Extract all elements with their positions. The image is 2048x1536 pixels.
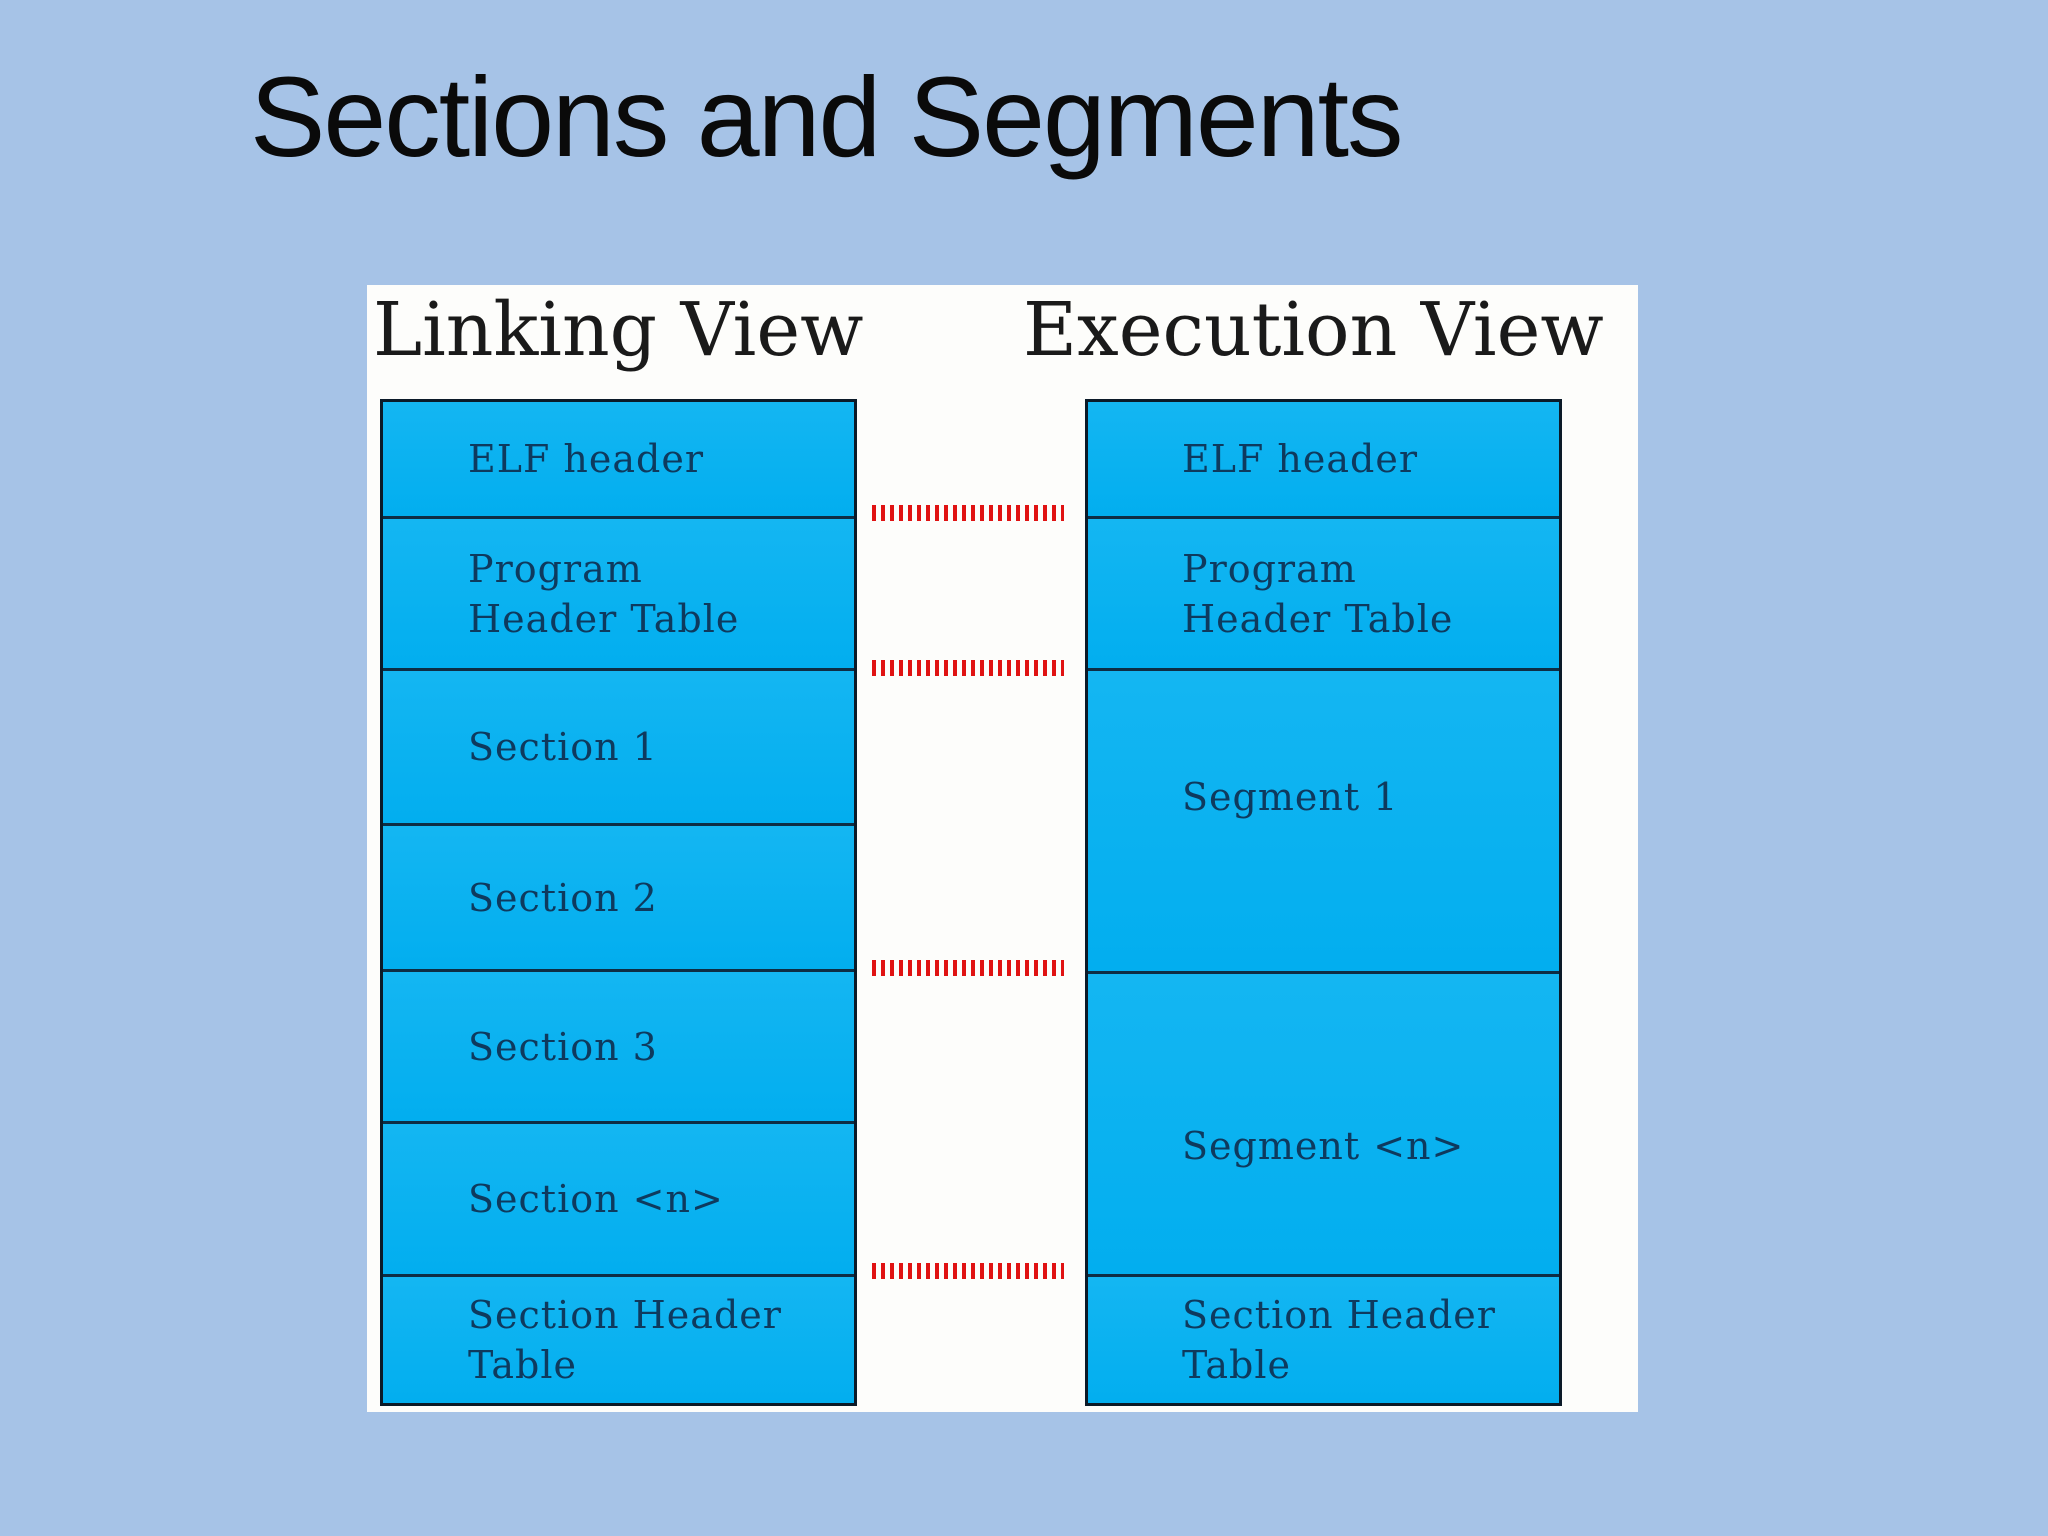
box-elf-header: ELF header [1088, 402, 1559, 516]
execution-view-column: ELF header Program Header Table Segment … [1085, 399, 1562, 1406]
slide-title: Sections and Segments [250, 54, 1404, 180]
box-elf-header: ELF header [383, 402, 854, 516]
box-program-header-table-label: Program Header Table [468, 546, 740, 641]
box-section-header-table: Section Header Table [383, 1274, 854, 1403]
box-program-header-table: Program Header Table [1088, 516, 1559, 668]
box-segment-n-label: Segment <n> [1182, 1124, 1465, 1168]
box-segment-1-label: Segment 1 [1182, 775, 1399, 819]
box-elf-header-label: ELF header [468, 437, 705, 481]
box-section-2: Section 2 [383, 823, 854, 969]
box-section-3: Section 3 [383, 969, 854, 1121]
box-section-2-label: Section 2 [468, 875, 658, 920]
box-elf-header-label: ELF header [1182, 437, 1419, 481]
box-section-1-label: Section 1 [468, 725, 658, 769]
execution-view-heading: Execution View [1023, 287, 1604, 373]
box-section-n: Section <n> [383, 1121, 854, 1274]
linking-view-column: ELF header Program Header Table Section … [380, 399, 857, 1406]
box-section-n-label: Section <n> [468, 1177, 724, 1221]
mapping-dashed-line-pht-segment1 [872, 660, 1064, 676]
mapping-dashed-line-segmentn-sht [872, 1263, 1064, 1279]
box-segment-n: Segment <n> [1088, 971, 1559, 1274]
box-program-header-table: Program Header Table [383, 516, 854, 668]
mapping-dashed-line-elf-pht [872, 505, 1064, 521]
box-section-header-table-label: Section Header Table [468, 1293, 782, 1387]
box-program-header-table-label: Program Header Table [1182, 546, 1454, 641]
box-segment-1: Segment 1 [1088, 668, 1559, 971]
box-section-1: Section 1 [383, 668, 854, 823]
box-section-header-table: Section Header Table [1088, 1274, 1559, 1403]
box-section-3-label: Section 3 [468, 1024, 658, 1069]
diagram-panel: Linking View Execution View ELF header P… [367, 285, 1638, 1412]
linking-view-heading: Linking View [373, 287, 864, 373]
mapping-dashed-line-segment1-segmentn [872, 960, 1064, 976]
box-section-header-table-label: Section Header Table [1182, 1293, 1496, 1387]
